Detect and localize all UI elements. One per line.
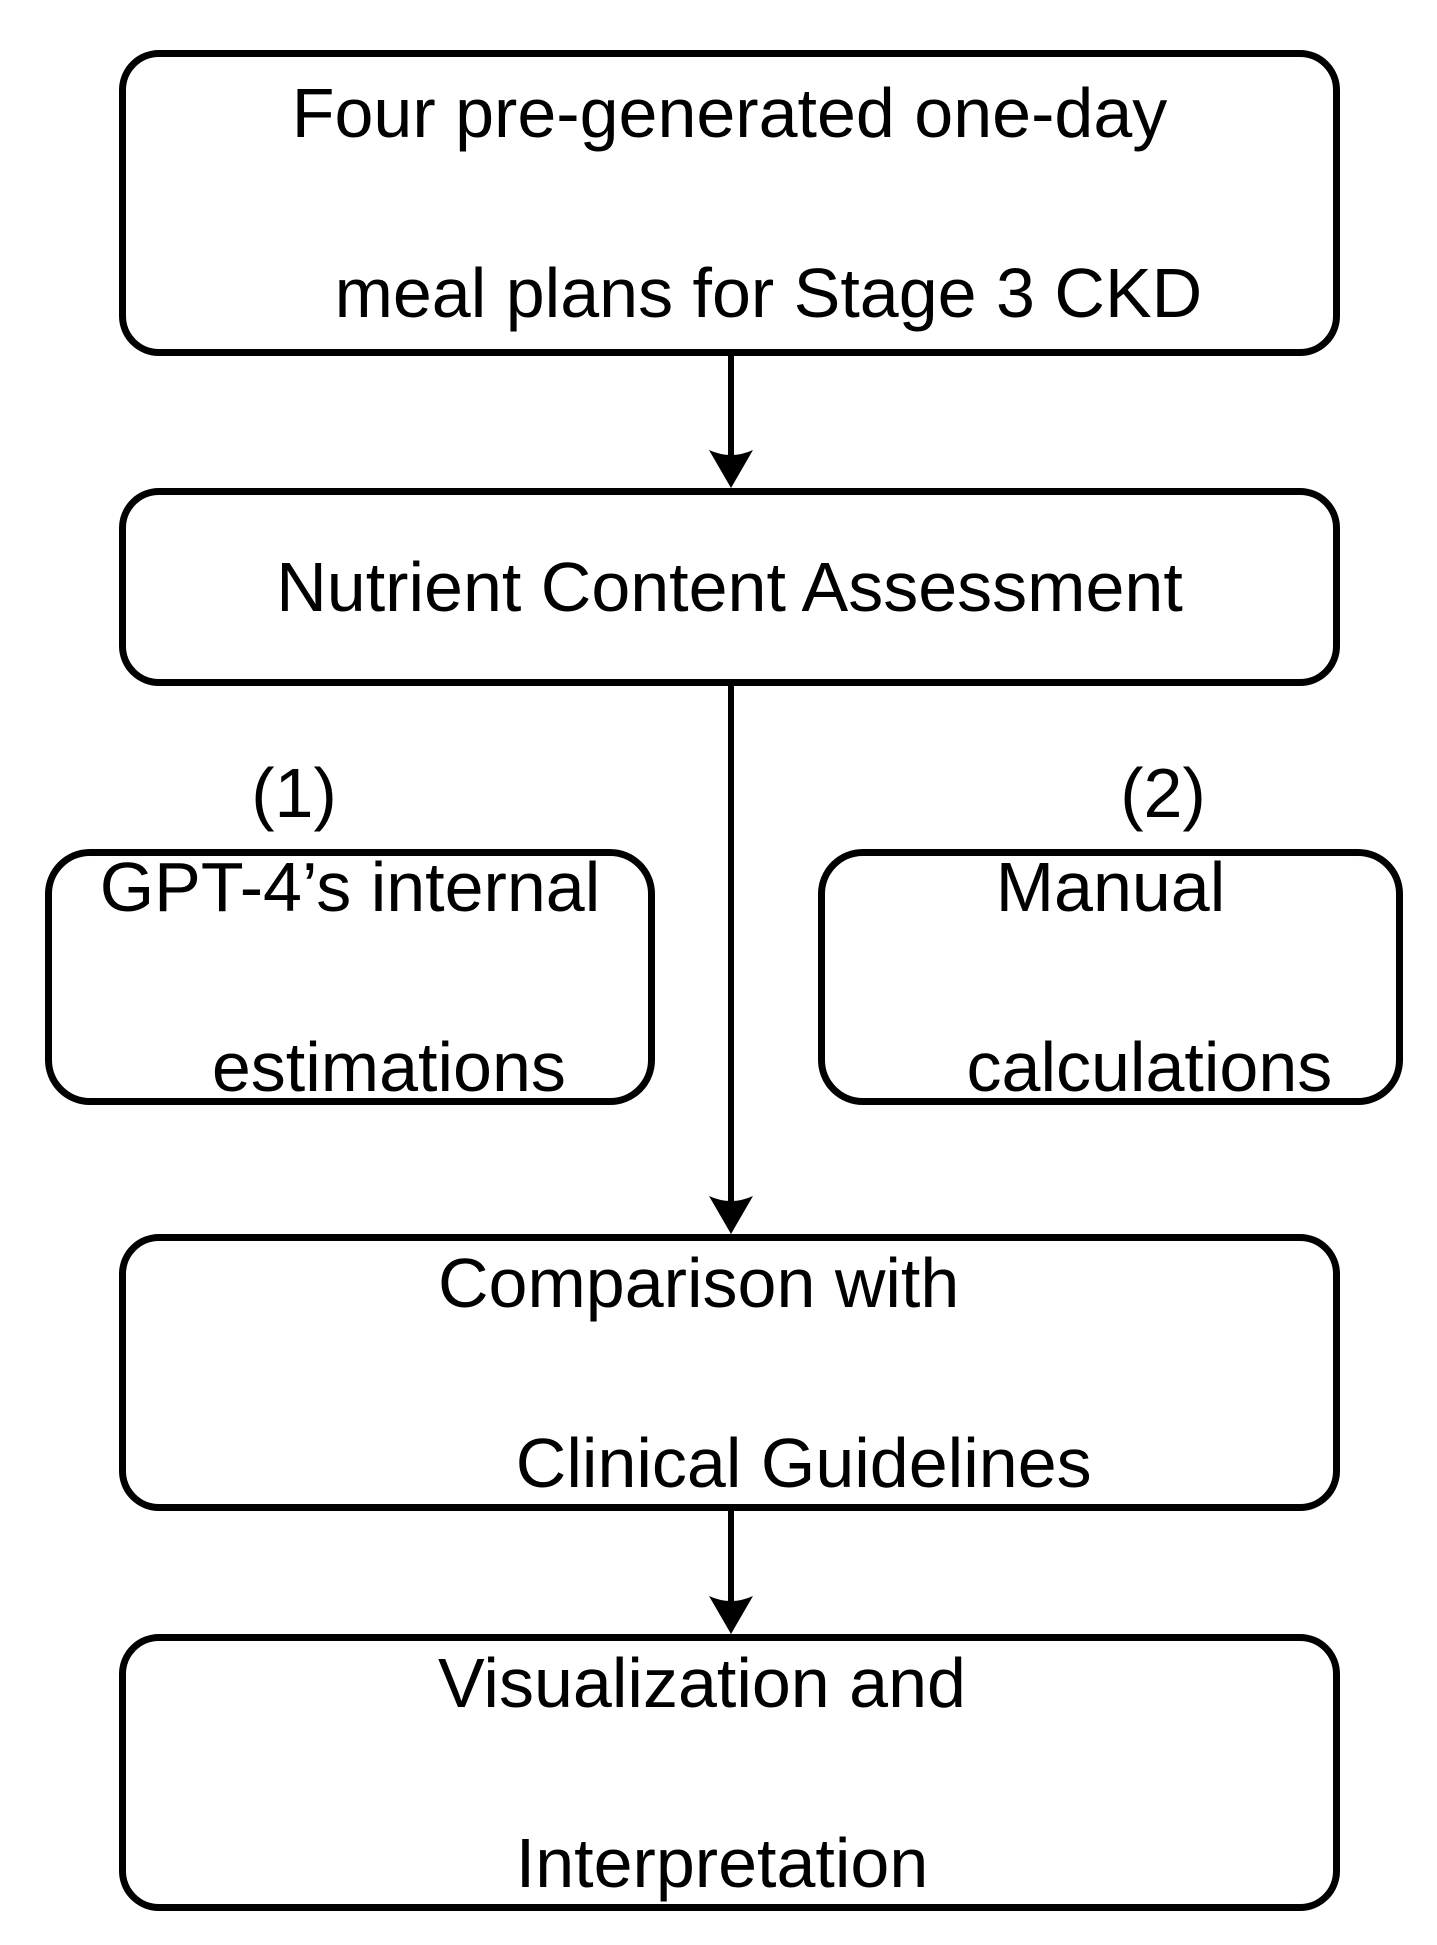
- comparison-guidelines-node: Comparison with Clinical Guidelines: [119, 1234, 1340, 1511]
- comparison-guidelines-text: Comparison with Clinical Guidelines: [438, 1238, 1092, 1508]
- branch-label-1: (1): [251, 754, 337, 832]
- branch-label-2: (2): [1120, 754, 1206, 832]
- manual-calculations-line2: calculations: [966, 1028, 1333, 1106]
- meal-plans-line1: Four pre-generated one-day: [291, 74, 1168, 152]
- comparison-guidelines-line1: Comparison with: [438, 1243, 960, 1322]
- visualization-interpretation-text: Visualization and Interpretation: [438, 1638, 966, 1908]
- meal-plans-line2: meal plans for Stage 3 CKD: [334, 254, 1203, 332]
- gpt4-estimations-node: GPT-4’s internal estimations: [45, 848, 655, 1106]
- nutrient-assessment-node: Nutrient Content Assessment: [119, 488, 1340, 686]
- gpt4-estimations-line2: estimations: [211, 1028, 566, 1106]
- meal-plans-node: Four pre-generated one-day meal plans fo…: [119, 50, 1340, 356]
- comparison-guidelines-line2: Clinical Guidelines: [515, 1423, 1092, 1502]
- manual-calculations-text: Manual calculations: [889, 842, 1333, 1112]
- visualization-interpretation-line1: Visualization and: [438, 1643, 966, 1722]
- gpt4-estimations-text: GPT-4’s internal estimations: [100, 842, 601, 1112]
- visualization-interpretation-line2: Interpretation: [515, 1823, 929, 1902]
- visualization-interpretation-node: Visualization and Interpretation: [119, 1634, 1340, 1911]
- arrow-meal-to-nutrient-icon: [709, 356, 753, 488]
- meal-plans-text: Four pre-generated one-day meal plans fo…: [257, 68, 1203, 338]
- manual-calculations-node: Manual calculations: [818, 848, 1403, 1106]
- arrow-comparison-to-visualization-icon: [709, 1511, 753, 1634]
- gpt4-estimations-line1: GPT-4’s internal: [99, 848, 601, 926]
- arrow-nutrient-to-comparison-icon: [709, 686, 753, 1234]
- manual-calculations-line1: Manual: [995, 848, 1226, 926]
- nutrient-assessment-text: Nutrient Content Assessment: [276, 548, 1183, 626]
